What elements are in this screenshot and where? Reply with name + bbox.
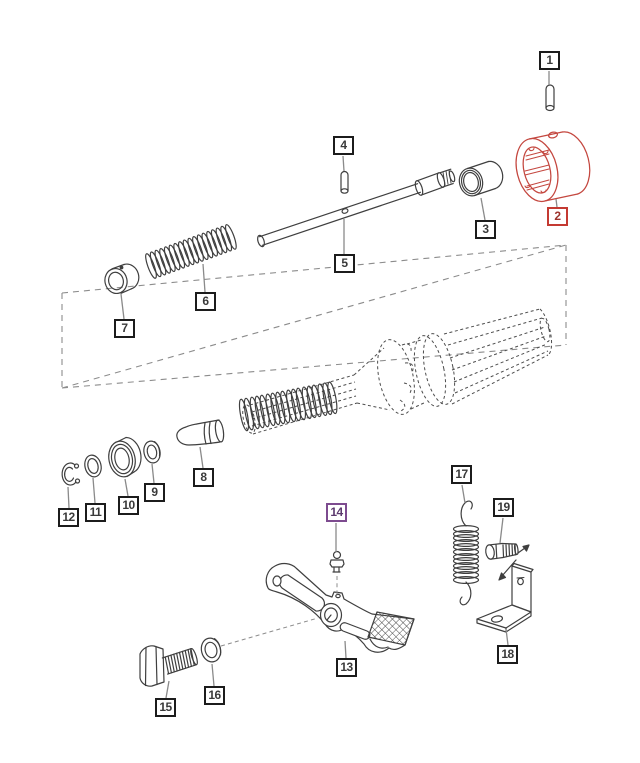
part-label-16[interactable]: 16 <box>204 686 225 705</box>
part-label-9[interactable]: 9 <box>144 483 165 502</box>
part-11-washer <box>84 454 102 478</box>
part-label-17[interactable]: 17 <box>451 465 472 484</box>
part-3-bushing <box>458 160 504 197</box>
part-label-4[interactable]: 4 <box>333 136 354 155</box>
part-13-lever <box>265 562 415 653</box>
part-12-snap-ring <box>61 462 81 486</box>
assembly-boundary-dashed <box>61 244 567 389</box>
dashed-alignment-lines <box>220 576 338 647</box>
part-label-10[interactable]: 10 <box>118 496 139 515</box>
part-label-6[interactable]: 6 <box>195 292 216 311</box>
part-label-1[interactable]: 1 <box>539 51 560 70</box>
part-label-14-highlighted[interactable]: 14 <box>326 503 347 522</box>
part-4-pin <box>340 170 349 194</box>
part-label-8[interactable]: 8 <box>193 468 214 487</box>
part-19-bolt <box>485 542 519 560</box>
part-label-2-selected[interactable]: 2 <box>547 207 568 226</box>
part-17-extension-spring <box>452 500 480 606</box>
part-14-grease-fitting <box>329 550 345 573</box>
part-18-bracket <box>476 562 534 633</box>
assembly-spring <box>237 380 340 432</box>
part-7-collar <box>104 263 140 295</box>
part-label-7[interactable]: 7 <box>114 319 135 338</box>
part-label-11[interactable]: 11 <box>85 503 106 522</box>
assembly-direction-arrows <box>498 544 530 581</box>
part-10-bushing <box>108 436 142 478</box>
installed-shaft-assembly-dashed <box>242 308 553 435</box>
part-1-pin <box>545 84 555 112</box>
part-label-18[interactable]: 18 <box>497 645 518 664</box>
part-label-15[interactable]: 15 <box>155 698 176 717</box>
label-leader-lines <box>67 71 558 699</box>
part-15-bolt <box>139 645 198 687</box>
part-label-5[interactable]: 5 <box>334 254 355 273</box>
part-6-spring <box>143 223 239 280</box>
part-label-19[interactable]: 19 <box>493 498 514 517</box>
part-16-washer <box>200 637 222 663</box>
part-label-12[interactable]: 12 <box>58 508 79 527</box>
part-label-13[interactable]: 13 <box>336 658 357 677</box>
part-2-coupler-highlighted <box>515 131 591 203</box>
part-label-3[interactable]: 3 <box>475 220 496 239</box>
part-8-plunger <box>176 419 225 446</box>
part-9-ring <box>143 440 161 464</box>
part-5-shaft <box>257 168 456 248</box>
